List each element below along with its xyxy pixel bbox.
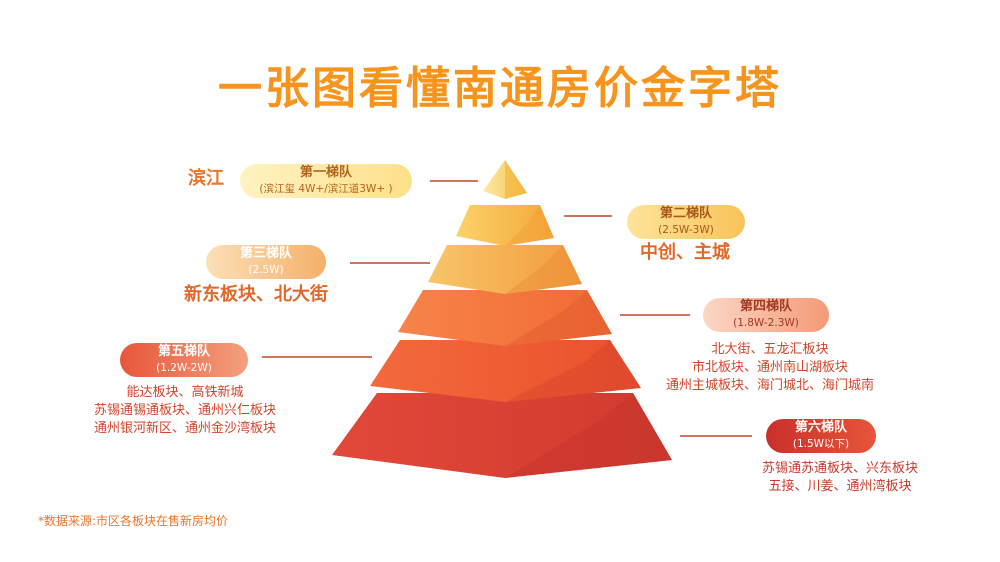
tier-3-name: 第三梯队 <box>239 246 292 261</box>
tier-6-price: (1.5W以下) <box>792 438 850 450</box>
tier-4-tag: 第四梯队 (1.8W-2.3W) <box>703 298 829 332</box>
tier-5-area-1: 能达板块、高铁新城 <box>126 385 244 400</box>
tier-4-name: 第四梯队 <box>739 299 792 314</box>
pyramid-layer-4 <box>398 290 612 346</box>
tier-1-price: (滨江玺 4W+/滨江道3W+ ) <box>259 183 393 195</box>
tier-5-price: (1.2W-2W) <box>156 362 212 374</box>
tier-5-area-3: 通州银河新区、通州金沙湾板块 <box>93 421 276 436</box>
tier-5-area-2: 苏锡通锡通板块、通州兴仁板块 <box>93 403 276 418</box>
tier-4-area-2: 市北板块、通州南山湖板块 <box>691 360 848 375</box>
tier-5-name: 第五梯队 <box>157 344 210 359</box>
tier-1-tag: 第一梯队 (滨江玺 4W+/滨江道3W+ ) <box>240 164 412 198</box>
pyramid-layer-5 <box>370 340 641 402</box>
tier-2-name: 第二梯队 <box>659 206 712 221</box>
tier-6-area-2: 五接、川姜、通州湾板块 <box>768 479 912 494</box>
pyramid-layer-6 <box>332 393 672 478</box>
tier-6-name: 第六梯队 <box>794 420 847 435</box>
page-title: 一张图看懂南通房价金字塔 <box>218 63 782 114</box>
tier-6-tag: 第六梯队 (1.5W以下) <box>766 419 876 453</box>
pyramid-layer-3 <box>428 245 582 294</box>
tier-2-area: 中创、主城 <box>640 242 730 263</box>
tier-4-area-3: 通州主城板块、海门城北、海门城南 <box>665 378 874 393</box>
tier-4-price: (1.8W-2.3W) <box>733 317 799 329</box>
tier-2-tag: 第二梯队 (2.5W-3W) <box>627 205 745 239</box>
tier-1-area: 滨江 <box>188 168 224 189</box>
tier-3-price: (2.5W) <box>248 264 284 276</box>
pyramid-layer-2 <box>456 205 554 246</box>
tier-6-area-1: 苏锡通苏通板块、兴东板块 <box>761 461 918 476</box>
tier-3-area: 新东板块、北大街 <box>184 284 328 305</box>
tier-5-areas: 能达板块、高铁新城 苏锡通锡通板块、通州兴仁板块 通州银河新区、通州金沙湾板块 <box>70 384 300 438</box>
tier-2-price: (2.5W-3W) <box>658 224 714 236</box>
pyramid-layer-1 <box>483 160 527 199</box>
source-footnote: *数据来源:市区各板块在售新房均价 <box>38 514 229 528</box>
tier-1-name: 第一梯队 <box>299 165 352 180</box>
tier-3-tag: 第三梯队 (2.5W) <box>206 245 326 279</box>
tier-6-areas: 苏锡通苏通板块、兴东板块 五接、川姜、通州湾板块 <box>730 460 950 496</box>
tier-4-areas: 北大街、五龙汇板块 市北板块、通州南山湖板块 通州主城板块、海门城北、海门城南 <box>650 341 890 395</box>
tier-4-area-1: 北大街、五龙汇板块 <box>711 342 829 357</box>
tier-5-tag: 第五梯队 (1.2W-2W) <box>120 343 248 377</box>
